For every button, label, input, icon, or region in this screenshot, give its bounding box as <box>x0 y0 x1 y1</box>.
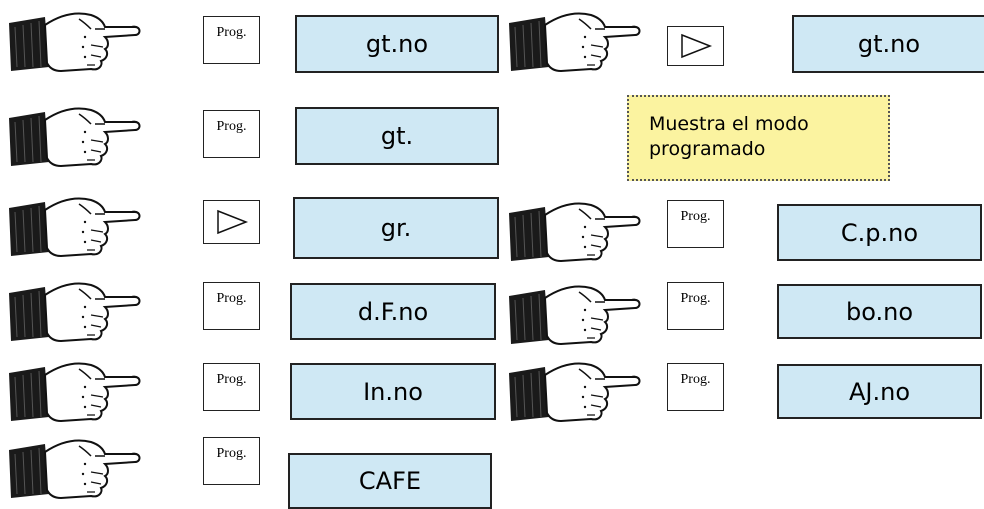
display-text: gt. <box>380 122 414 150</box>
prog-button-label: Prog. <box>216 446 247 461</box>
hand-icon <box>505 5 645 75</box>
hand-icon <box>5 275 145 345</box>
display-text: gt.no <box>857 30 921 58</box>
display-r1-right: gt.no <box>792 15 984 73</box>
hand-icon <box>5 190 145 260</box>
hand-icon <box>505 278 645 348</box>
display-text: gr. <box>380 214 412 242</box>
display-r5-right: AJ.no <box>777 364 982 419</box>
display-text: AJ.no <box>848 377 911 406</box>
display-r4-right: bo.no <box>777 284 982 339</box>
prog-button[interactable]: Prog. <box>203 110 260 158</box>
prog-button-label: Prog. <box>680 209 711 224</box>
display-text: bo.no <box>845 297 914 326</box>
display-r4-left: d.F.no <box>290 283 496 340</box>
play-button[interactable] <box>203 200 260 244</box>
prog-button-label: Prog. <box>216 119 247 134</box>
prog-button[interactable]: Prog. <box>667 200 724 248</box>
prog-button[interactable]: Prog. <box>203 282 260 330</box>
hand-icon <box>5 355 145 425</box>
display-text: d.F.no <box>357 297 429 326</box>
hand-icon <box>5 100 145 170</box>
prog-button[interactable]: Prog. <box>203 363 260 411</box>
hand-icon <box>5 432 145 502</box>
prog-button[interactable]: Prog. <box>667 363 724 411</box>
note-line: programado <box>649 138 766 160</box>
prog-button-label: Prog. <box>216 291 247 306</box>
display-text: C.p.no <box>840 218 919 247</box>
display-r2-left: gt. <box>295 107 499 165</box>
display-text: In.no <box>363 377 423 406</box>
play-button[interactable] <box>667 26 724 66</box>
prog-button-label: Prog. <box>680 372 711 387</box>
display-r3-right: C.p.no <box>777 204 982 261</box>
display-text: CAFE <box>358 467 422 495</box>
display-text: gt.no <box>365 30 429 58</box>
hand-icon <box>505 355 645 425</box>
prog-button-label: Prog. <box>216 25 247 40</box>
display-r1-left: gt.no <box>295 15 499 73</box>
play-triangle-icon <box>212 207 252 237</box>
note-line: Muestra el modo <box>649 113 809 135</box>
prog-button[interactable]: Prog. <box>203 437 260 485</box>
display-r5-left: In.no <box>290 363 496 420</box>
display-r6-left: CAFE <box>288 453 492 509</box>
info-note: Muestra el modo programado <box>627 95 890 181</box>
hand-icon <box>505 195 645 265</box>
prog-button[interactable]: Prog. <box>203 16 260 64</box>
prog-button-label: Prog. <box>680 291 711 306</box>
display-r3-left: gr. <box>293 197 499 259</box>
prog-button[interactable]: Prog. <box>667 282 724 330</box>
play-triangle-icon <box>676 31 716 61</box>
hand-icon <box>5 5 145 75</box>
prog-button-label: Prog. <box>216 372 247 387</box>
